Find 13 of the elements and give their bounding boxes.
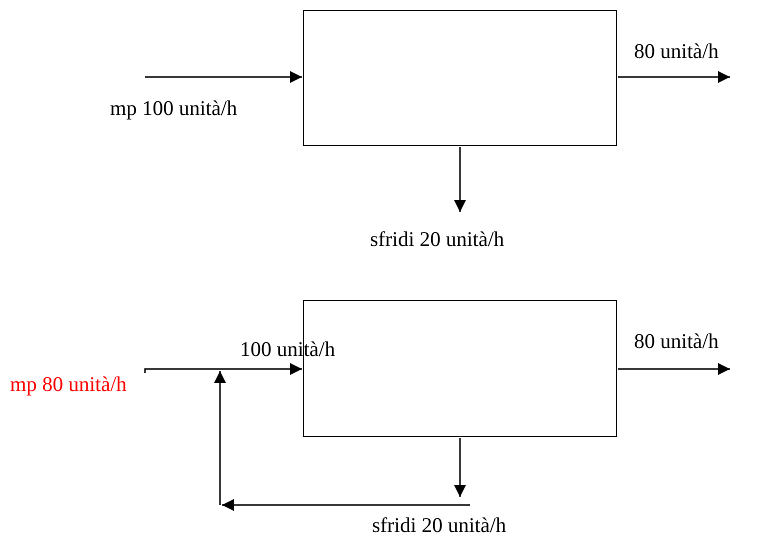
arrow — [145, 71, 302, 83]
arrow — [454, 147, 466, 212]
edge-label: sfridi 20 unità/h — [370, 228, 504, 252]
process-box — [303, 10, 617, 146]
edge-label: 80 unità/h — [634, 330, 719, 354]
flow-label: mp 80 unità/h — [10, 373, 127, 396]
arrow — [618, 71, 730, 83]
arrow — [618, 363, 730, 375]
edge-label: sfridi 20 unità/h — [372, 514, 506, 538]
arrow — [144, 363, 302, 375]
edge-label: 80 unità/h — [634, 40, 719, 64]
edge-label: mp 100 unità/h — [110, 97, 238, 120]
arrow — [214, 371, 470, 511]
